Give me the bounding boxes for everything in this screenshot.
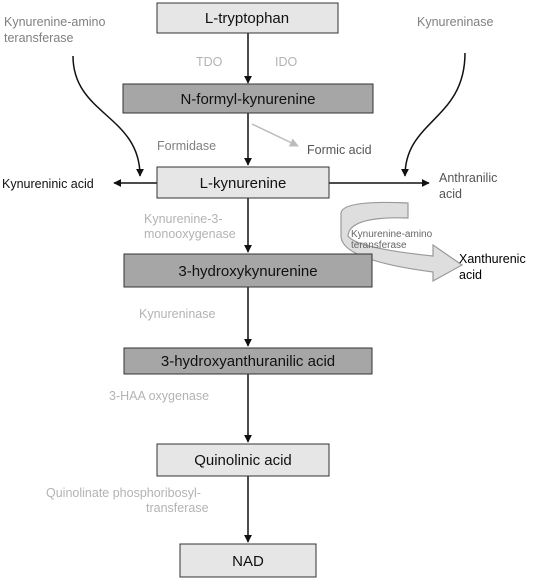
enzyme-kynureninase-right: Kynureninase [417, 15, 493, 29]
enzyme-kat-curve-line2: teransferase [351, 240, 407, 251]
curve-enzyme-label: Kynurenine-amino teransferase [351, 229, 433, 251]
product-formic-acid: Formic acid [307, 143, 372, 157]
enzyme-tdo: TDO [196, 55, 223, 69]
product-kynurenic-acid: Kynureninic acid [2, 177, 94, 191]
enzyme-labels-dark: Formidase Kynurenine-amino teransferase … [4, 15, 493, 153]
enzyme-qprt-line2: transferase [146, 501, 209, 515]
box-l-tryptophan [156, 2, 339, 34]
enzyme-kat-left-line2: teransferase [4, 31, 74, 45]
enzyme-kat-left-line1: Kynurenine-amino [4, 15, 105, 29]
curve-kat-left [72, 55, 144, 177]
side-branch-arrows [72, 52, 466, 187]
enzyme-labels: TDO IDO Kynurenine-3- monooxygenase Kynu… [46, 55, 298, 515]
node-l-tryptophan: L-tryptophan [205, 10, 289, 27]
product-labels: Formic acid Anthranilic acid [307, 143, 497, 201]
enzyme-kmo-line1: Kynurenine-3- [144, 212, 223, 226]
box-l-kynurenine [156, 166, 330, 199]
node-quinolinic-acid: Quinolinic acid [194, 452, 292, 469]
enzyme-3-haa-oxygenase: 3-HAA oxygenase [109, 389, 209, 403]
node-labels: L-tryptophan N-formyl-kynurenine L-kynur… [161, 10, 335, 570]
curved-block-arrow-xanthurenic [340, 201, 464, 283]
product-xanthurenic-line2: acid [459, 268, 482, 282]
node-3-hydroxykynurenine: 3-hydroxykynurenine [178, 263, 317, 280]
enzyme-kynureninase: Kynureninase [139, 307, 215, 321]
box-n-formyl-kynurenine [122, 83, 374, 114]
enzyme-kat-curve-line1: Kynurenine-amino [351, 229, 433, 240]
product-anthranilic-line1: Anthranilic [439, 171, 497, 185]
enzyme-kmo-line2: monooxygenase [144, 227, 236, 241]
enzyme-qprt-line1: Quinolinate phosphoribosyl- [46, 486, 201, 500]
box-quinolinic-acid [156, 443, 330, 477]
curve-kynureninase-right [401, 52, 466, 177]
box-nad [179, 543, 317, 578]
enzyme-formidase: Formidase [157, 139, 216, 153]
product-xanthurenic-line1: Xanthurenic [459, 252, 526, 266]
box-3-hydroxyanthuranilic-acid [123, 347, 373, 375]
node-l-kynurenine: L-kynurenine [200, 175, 287, 192]
node-n-formyl-kynurenine: N-formyl-kynurenine [180, 91, 315, 108]
node-nad: NAD [232, 553, 264, 570]
box-3-hydroxykynurenine [123, 253, 373, 288]
product-xanthurenic: Xanthurenic acid [459, 252, 526, 282]
node-3-hydroxyanthuranilic-acid: 3-hydroxyanthuranilic acid [161, 353, 335, 370]
arrow-to-formic-acid [251, 123, 299, 147]
pathway-boxes [122, 2, 374, 578]
enzyme-ido: IDO [275, 55, 298, 69]
product-anthranilic-line2: acid [439, 187, 462, 201]
